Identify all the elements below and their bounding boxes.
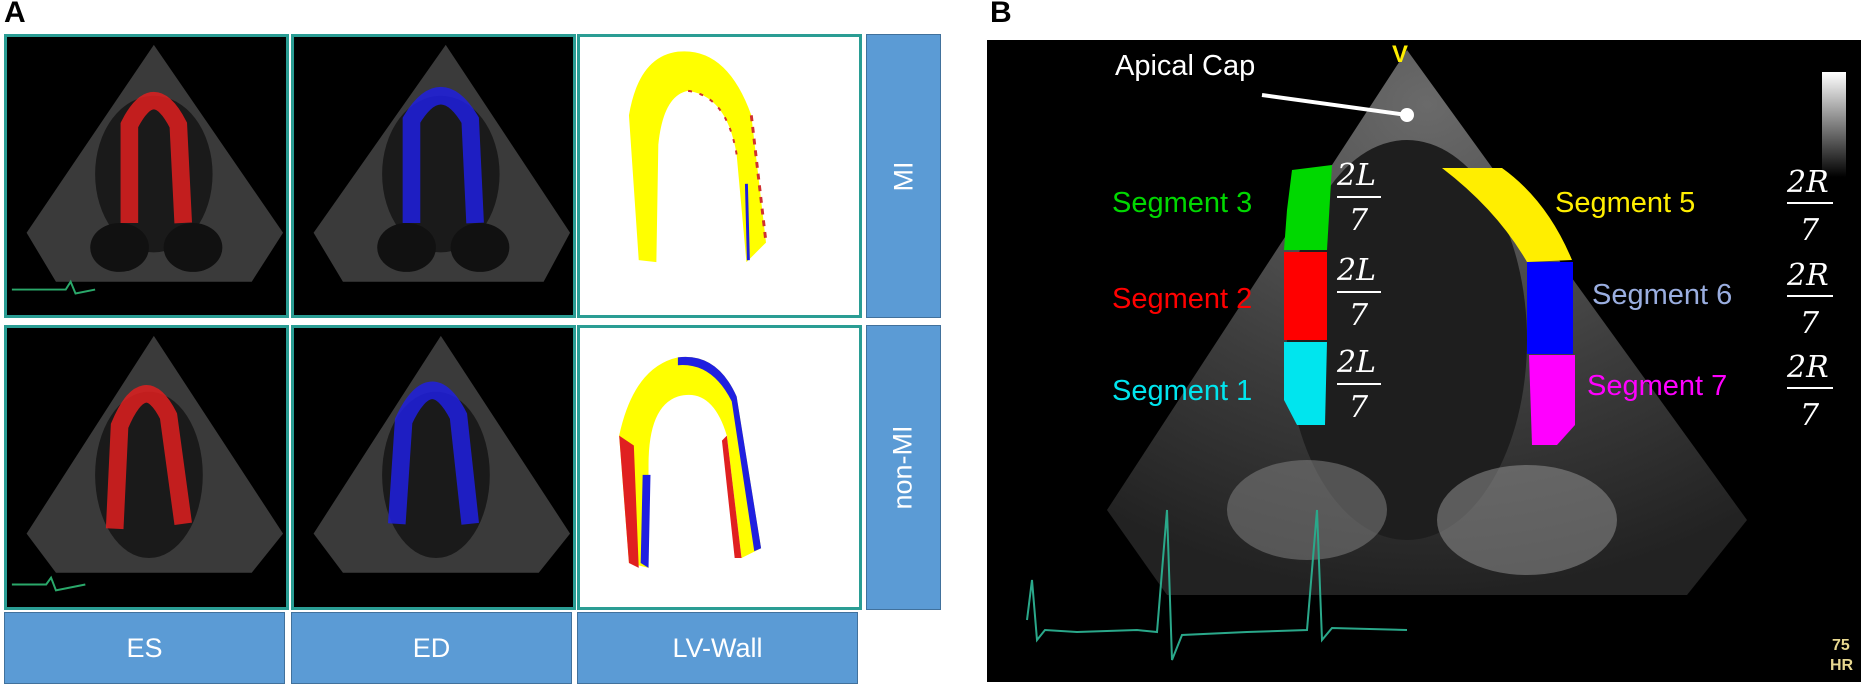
apical-view-image: V Apical Cap Segment 3 Segment 2 Segment… <box>987 40 1861 682</box>
segment-3-label: Segment 3 <box>1112 187 1252 219</box>
fraction-right-5: 2R 7 <box>1786 165 1833 248</box>
svg-text:7: 7 <box>1349 390 1369 425</box>
row-label-non-mi: non-MI <box>866 325 941 610</box>
segment-7-band <box>1529 355 1575 445</box>
mi-ed-image <box>291 34 576 318</box>
column-label-es: ES <box>4 612 285 684</box>
segment-6-band <box>1527 262 1573 354</box>
non-mi-lv-wall-image <box>577 325 862 610</box>
heart-rate-value: 75 <box>1832 637 1850 654</box>
mi-lv-wall-image <box>577 34 862 318</box>
segment-1-band <box>1284 342 1327 425</box>
svg-text:7: 7 <box>1800 213 1820 248</box>
mi-es-image <box>4 34 289 318</box>
segment-2-band <box>1284 252 1327 340</box>
fraction-right-6: 2R 7 <box>1786 258 1833 341</box>
segment-5-label: Segment 5 <box>1555 187 1695 219</box>
column-label-ed: ED <box>291 612 572 684</box>
segment-6-label: Segment 6 <box>1592 279 1732 311</box>
segment-7-label: Segment 7 <box>1587 370 1727 402</box>
svg-text:2L: 2L <box>1336 158 1376 193</box>
row-label-mi: MI <box>866 34 941 318</box>
panel-b-letter: B <box>990 0 1012 29</box>
non-mi-ed-image <box>291 325 576 610</box>
fraction-left-1: 2L 7 <box>1336 345 1381 425</box>
ecg-trace <box>1026 509 1408 661</box>
panel-a-letter: A <box>4 0 26 29</box>
svg-text:V: V <box>1392 41 1408 68</box>
column-label-lv-wall-text: LV-Wall <box>672 632 763 663</box>
apical-cap-pointer <box>1261 93 1408 117</box>
segment-5-band <box>1442 168 1572 262</box>
svg-text:2L: 2L <box>1336 345 1376 380</box>
column-label-lv-wall: LV-Wall <box>577 612 858 684</box>
non-mi-es-image <box>4 325 289 610</box>
svg-text:2R: 2R <box>1786 350 1829 385</box>
svg-text:7: 7 <box>1800 306 1820 341</box>
heart-rate-unit: HR <box>1830 657 1854 674</box>
segment-3-band <box>1284 165 1332 250</box>
svg-text:2R: 2R <box>1786 258 1829 293</box>
svg-text:2R: 2R <box>1786 165 1829 200</box>
segment-2-label: Segment 2 <box>1112 283 1252 315</box>
svg-text:7: 7 <box>1800 398 1820 433</box>
svg-text:7: 7 <box>1349 298 1369 333</box>
column-label-es-text: ES <box>126 632 163 663</box>
column-label-ed-text: ED <box>412 632 451 663</box>
apical-cap-dot <box>1400 108 1414 122</box>
grayscale-bar <box>1822 72 1846 177</box>
fraction-right-7: 2R 7 <box>1786 350 1833 433</box>
row-label-mi-text: MI <box>888 161 918 191</box>
row-label-non-mi-text: non-MI <box>888 425 919 510</box>
fraction-left-3: 2L 7 <box>1336 158 1381 238</box>
svg-text:2L: 2L <box>1336 253 1376 288</box>
apical-cap-label: Apical Cap <box>1115 50 1255 82</box>
fraction-left-2: 2L 7 <box>1336 253 1381 333</box>
svg-text:7: 7 <box>1349 203 1369 238</box>
segment-1-label: Segment 1 <box>1112 375 1252 407</box>
